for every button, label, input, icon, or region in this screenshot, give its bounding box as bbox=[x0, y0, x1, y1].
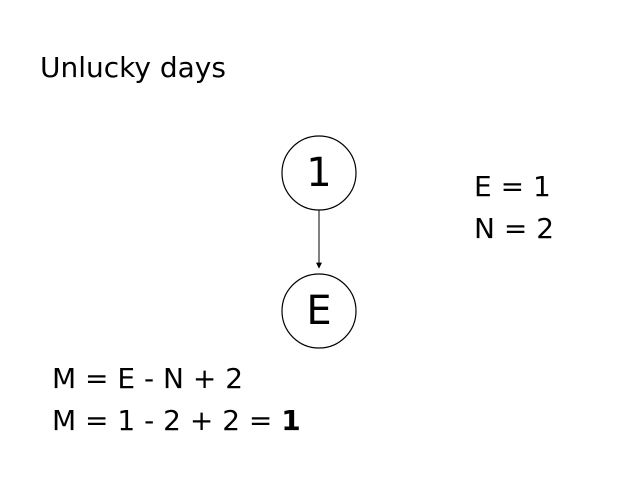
formula-result: 1 bbox=[281, 404, 301, 437]
node-count: N = 2 bbox=[474, 212, 555, 245]
page-title: Unlucky days bbox=[40, 51, 226, 84]
edge-count: E = 1 bbox=[474, 170, 551, 203]
variable-definitions: E = 1 N = 2 bbox=[474, 166, 554, 250]
graph-node-1-label: 1 bbox=[306, 150, 331, 196]
formula-evaluated: M = 1 - 2 + 2 = 1 bbox=[52, 400, 301, 442]
graph-node-e: E bbox=[281, 273, 357, 349]
formula-evaluated-expression: M = 1 - 2 + 2 = bbox=[52, 404, 282, 437]
graph-node-1: 1 bbox=[281, 135, 357, 211]
formula-general: M = E - N + 2 bbox=[52, 362, 244, 395]
complexity-formulas: M = E - N + 2 M = 1 - 2 + 2 = 1 bbox=[52, 358, 301, 442]
graph-node-e-label: E bbox=[306, 288, 331, 334]
